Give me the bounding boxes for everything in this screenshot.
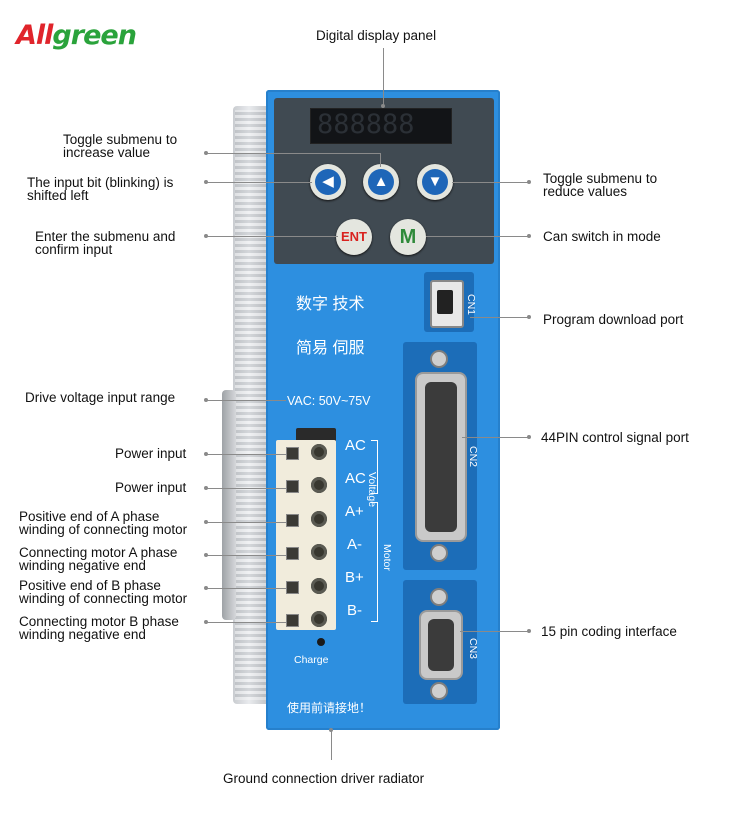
- cn2-label: CN2: [467, 446, 479, 468]
- arrow-up-icon: ▲: [368, 169, 394, 195]
- terminal-label-b-plus: B+: [345, 569, 364, 586]
- leader-dot-mode: [527, 234, 531, 238]
- charge-led: [317, 638, 325, 646]
- cn3-screw-top: [430, 588, 448, 606]
- voltage-bracket: [371, 440, 378, 494]
- display-digits: 888888: [317, 109, 415, 140]
- motor-bracket: [371, 502, 378, 622]
- terminal-block: [276, 440, 336, 630]
- motor-group-label: Motor: [381, 544, 393, 571]
- cn3-port[interactable]: [419, 610, 463, 680]
- ent-label: ENT: [341, 229, 367, 244]
- terminal-screw-6[interactable]: [311, 611, 327, 627]
- arrow-down-icon: ▼: [422, 169, 448, 195]
- leader-program: [470, 317, 528, 318]
- cn3-pins: [428, 619, 454, 671]
- label-program-port: Program download port: [543, 312, 684, 327]
- leader-bneg: [206, 622, 286, 623]
- terminal-label-a-minus: A-: [347, 536, 362, 553]
- cn-text-line1: 数字 技术: [296, 296, 365, 313]
- up-button[interactable]: ▲: [363, 164, 399, 200]
- down-button[interactable]: ▼: [417, 164, 453, 200]
- label-coding-port: 15 pin coding interface: [541, 624, 677, 639]
- label-voltage-range: Drive voltage input range: [25, 390, 176, 405]
- cn2-screw-top: [430, 350, 448, 368]
- terminal-release-2: [286, 480, 299, 493]
- cn1-port[interactable]: [430, 280, 464, 328]
- leader-power2: [206, 488, 286, 489]
- cn3-screw-bottom: [430, 682, 448, 700]
- leader-dot-reduce: [527, 180, 531, 184]
- terminal-screw-4[interactable]: [311, 544, 327, 560]
- cn-text-line2: 简易 伺服: [296, 340, 365, 357]
- leader-dot-program: [527, 315, 531, 319]
- leader-control: [462, 437, 528, 438]
- cn3-label: CN3: [467, 638, 479, 660]
- leader-display: [383, 48, 384, 106]
- cn1-label: CN1: [465, 294, 477, 316]
- leader-voltage: [206, 400, 286, 401]
- leader-bpos: [206, 588, 286, 589]
- label-power-input-2: Power input: [115, 480, 187, 495]
- terminal-label-ac1: AC: [345, 437, 366, 454]
- cn2-port[interactable]: [415, 372, 467, 542]
- label-power-input-1: Power input: [115, 446, 187, 461]
- leader-dot-coding: [527, 629, 531, 633]
- leader-enter: [206, 236, 338, 237]
- terminal-release-6: [286, 614, 299, 627]
- leader-increase-v: [380, 153, 381, 167]
- charge-label: Charge: [294, 654, 329, 666]
- m-button[interactable]: M: [390, 219, 426, 255]
- leader-aneg: [206, 555, 286, 556]
- brand-logo: Allgreen: [16, 20, 137, 51]
- terminal-release-1: [286, 447, 299, 460]
- leader-dot-display: [381, 104, 385, 108]
- terminal-release-5: [286, 581, 299, 594]
- terminal-label-a-plus: A+: [345, 503, 364, 520]
- terminal-screw-1[interactable]: [311, 444, 327, 460]
- label-switch-mode: Can switch in mode: [543, 229, 661, 244]
- left-button[interactable]: ◀: [310, 164, 346, 200]
- leader-dot-control: [527, 435, 531, 439]
- m-label: M: [399, 226, 417, 248]
- arrow-left-icon: ◀: [315, 169, 341, 195]
- terminal-screw-5[interactable]: [311, 578, 327, 594]
- terminal-screw-2[interactable]: [311, 477, 327, 493]
- label-ground: Ground connection driver radiator: [223, 771, 425, 786]
- cn2-pins: [425, 382, 457, 532]
- leader-coding: [460, 631, 528, 632]
- leader-ground: [331, 730, 332, 760]
- terminal-label-ac2: AC: [345, 470, 366, 487]
- terminal-release-4: [286, 547, 299, 560]
- leader-reduce: [452, 182, 528, 183]
- leader-mode: [426, 236, 528, 237]
- label-control-port: 44PIN control signal port: [541, 430, 689, 445]
- terminal-release-3: [286, 514, 299, 527]
- leader-increase-h: [206, 153, 380, 154]
- cn2-screw-bottom: [430, 544, 448, 562]
- ent-button[interactable]: ENT: [336, 219, 372, 255]
- heatsink-fan-edge: [222, 390, 236, 620]
- heatsink-fins: [235, 110, 269, 700]
- leader-dot-ground: [329, 728, 333, 732]
- terminal-screw-3[interactable]: [311, 511, 327, 527]
- label-digital-display-panel: Digital display panel: [316, 28, 437, 43]
- ground-warning-text: 使用前请接地！: [287, 701, 372, 715]
- leader-shift: [206, 182, 312, 183]
- terminal-top-tab: [296, 428, 336, 442]
- cn1-socket-icon: [437, 290, 453, 314]
- vac-label: VAC: 50V~75V: [287, 394, 371, 408]
- leader-apos: [206, 522, 286, 523]
- terminal-label-b-minus: B-: [347, 602, 362, 619]
- leader-power1: [206, 454, 286, 455]
- digital-display: 888888: [310, 108, 452, 144]
